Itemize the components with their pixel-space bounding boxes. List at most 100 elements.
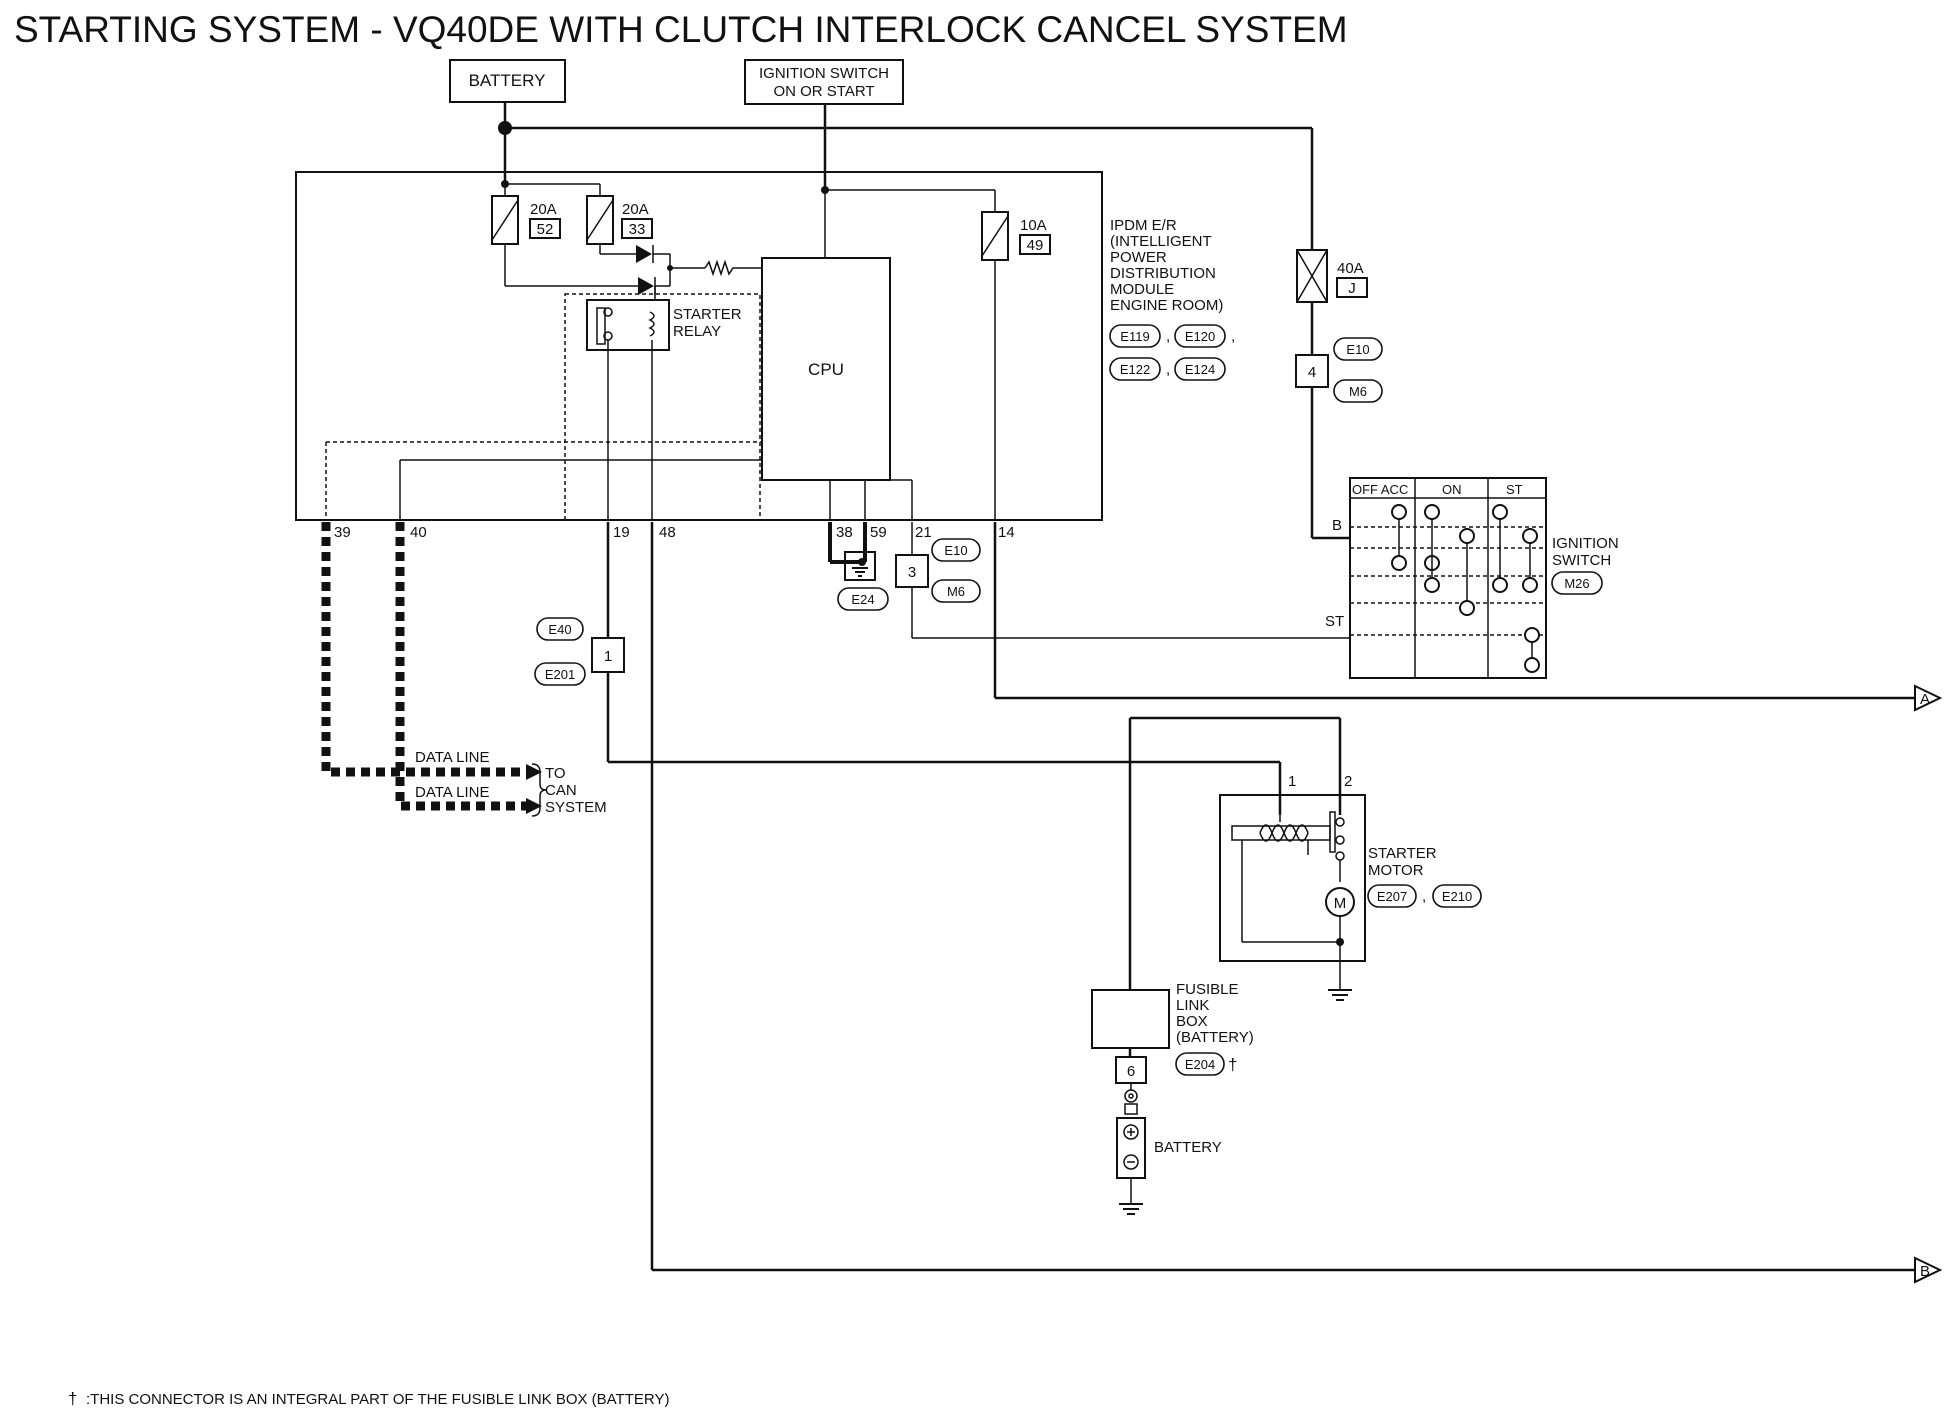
ignition-supply-box: IGNITION SWITCH ON OR START — [744, 59, 904, 105]
ign-switch-label-2: SWITCH — [1552, 552, 1611, 569]
arrow-b-label: B — [1920, 1263, 1930, 1280]
starter-motor-label-1: STARTER — [1368, 845, 1437, 862]
can-data-lines: DATA LINE DATA LINE TO CAN SYSTEM — [321, 522, 607, 817]
pin-14-wire: A — [993, 522, 1943, 712]
svg-text:,: , — [1166, 361, 1170, 378]
pin-21: 21 — [915, 524, 932, 541]
footnote-dagger: † — [68, 1389, 77, 1408]
ign-terminal-b: B — [1332, 517, 1342, 534]
ipdm-internal-wiring — [501, 180, 996, 520]
fusible-link-box: 6 FUSIBLE LINK BOX (BATTERY) E204 † — [1091, 981, 1254, 1084]
ipdm-label-5: MODULE — [1110, 281, 1174, 298]
battery-supply-box: BATTERY — [449, 59, 566, 103]
ipdm-label-6: ENGINE ROOM) — [1110, 297, 1223, 314]
svg-text:,: , — [1166, 328, 1170, 345]
ignition-battery-wire: 4 E10 M6 — [1295, 302, 1383, 540]
ipdm-label-2: (INTELLIGENT — [1110, 233, 1212, 250]
joint-connector-1: 1 — [604, 648, 612, 665]
ground-e24: E24 — [828, 522, 889, 611]
connector-e10-b: E10 — [944, 543, 967, 558]
data-line-label-1: DATA LINE — [415, 749, 489, 766]
connector-m26: M26 — [1564, 576, 1589, 591]
starter-pin-1: 1 — [1288, 773, 1296, 790]
fuse-j-rating: 40A — [1337, 260, 1364, 277]
ipdm-label: IPDM E/R (INTELLIGENT POWER DISTRIBUTION… — [1110, 217, 1223, 314]
connector-e119: E119 — [1120, 329, 1149, 344]
ipdm-label-3: POWER — [1110, 249, 1167, 266]
fuse-j-number: J — [1348, 280, 1356, 297]
fuse-52-number: 52 — [537, 221, 554, 238]
pin-21-wire: 3 E10 M6 — [895, 522, 1350, 639]
fusible-label-2: LINK — [1176, 997, 1209, 1014]
fuse-52-rating: 20A — [530, 201, 557, 218]
can-can-label: CAN — [545, 782, 577, 799]
starter-relay: STARTER RELAY — [564, 293, 761, 521]
fuse-49-number: 49 — [1027, 237, 1044, 254]
ipdm-internal-lower-wiring — [325, 340, 913, 520]
joint-connector-3: 3 — [908, 564, 916, 581]
starter-pin-2: 2 — [1344, 773, 1352, 790]
pin-14: 14 — [998, 524, 1015, 541]
pin-39: 39 — [334, 524, 351, 541]
can-to-label: TO — [545, 765, 566, 782]
data-line-label-2: DATA LINE — [415, 784, 489, 801]
starter-relay-label-2: RELAY — [673, 323, 721, 340]
cpu-block: CPU — [761, 257, 891, 481]
page-title: STARTING SYSTEM - VQ40DE WITH CLUTCH INT… — [14, 9, 1348, 50]
motor-symbol-m: M — [1334, 895, 1347, 912]
ignition-supply-label-1: IGNITION SWITCH — [759, 65, 889, 82]
pin-59: 59 — [870, 524, 887, 541]
fuse-49: 10A 49 — [981, 211, 1051, 261]
ipdm-connectors: E119 , E120 , E122 , E124 — [1109, 324, 1235, 381]
starter-motor-label-2: MOTOR — [1368, 862, 1424, 879]
pin-48-wire: B — [650, 522, 1943, 1284]
pin-40: 40 — [410, 524, 427, 541]
ign-terminal-st: ST — [1325, 613, 1344, 630]
ipdm-label-4: DISTRIBUTION — [1110, 265, 1216, 282]
svg-text:,: , — [1422, 888, 1426, 905]
ignition-supply-label-2: ON OR START — [773, 83, 874, 100]
ipdm-label-1: IPDM E/R — [1110, 217, 1177, 234]
connector-e122: E122 — [1120, 362, 1150, 377]
connector-e24: E24 — [851, 592, 874, 607]
svg-text:,: , — [1231, 328, 1235, 345]
connector-e210: E210 — [1442, 889, 1472, 904]
battery-bottom-label: BATTERY — [1154, 1139, 1222, 1156]
connector-e204: E204 — [1185, 1057, 1215, 1072]
fusible-pin-6: 6 — [1127, 1063, 1135, 1080]
connector-e120: E120 — [1185, 329, 1215, 344]
ign-col-st: ST — [1506, 482, 1523, 497]
cpu-label: CPU — [808, 360, 844, 379]
ign-switch-label-1: IGNITION — [1552, 535, 1619, 552]
fuse-33: 20A 33 — [586, 195, 653, 245]
battery-symbol: BATTERY — [1116, 1083, 1222, 1215]
arrow-a-label: A — [1920, 691, 1930, 708]
pin-48: 48 — [659, 524, 676, 541]
connector-m6-a: M6 — [1349, 384, 1367, 399]
pin-38: 38 — [836, 524, 853, 541]
fuse-49-rating: 10A — [1020, 217, 1047, 234]
fusible-label-3: BOX — [1176, 1013, 1208, 1030]
joint-connector-4: 4 — [1308, 364, 1316, 381]
connector-e40: E40 — [548, 622, 571, 637]
fusible-link-j: 40A J — [1296, 249, 1368, 303]
footnote-text: :THIS CONNECTOR IS AN INTEGRAL PART OF T… — [86, 1391, 669, 1408]
connector-m6-b: M6 — [947, 584, 965, 599]
fusible-label-4: (BATTERY) — [1176, 1029, 1254, 1046]
connector-e10-a: E10 — [1346, 342, 1369, 357]
fusible-dagger-mark: † — [1228, 1055, 1237, 1074]
connector-e124: E124 — [1185, 362, 1215, 377]
ign-col-on: ON — [1442, 482, 1462, 497]
can-system-label: SYSTEM — [545, 799, 607, 816]
fuse-33-number: 33 — [629, 221, 646, 238]
starter-relay-label-1: STARTER — [673, 306, 742, 323]
fuse-52: 20A 52 — [491, 195, 561, 245]
connector-e201: E201 — [545, 667, 575, 682]
pin-19: 19 — [613, 524, 630, 541]
connector-e207: E207 — [1377, 889, 1407, 904]
starter-motor: 1 2 M STARTER MOTOR E207 , E210 — [1128, 716, 1482, 1001]
battery-bus-wire — [498, 102, 1314, 250]
ign-col-off-acc: OFF ACC — [1352, 482, 1408, 497]
ignition-switch: OFF ACC ON ST B ST IGNITION SWITCH M26 — [1325, 477, 1619, 679]
